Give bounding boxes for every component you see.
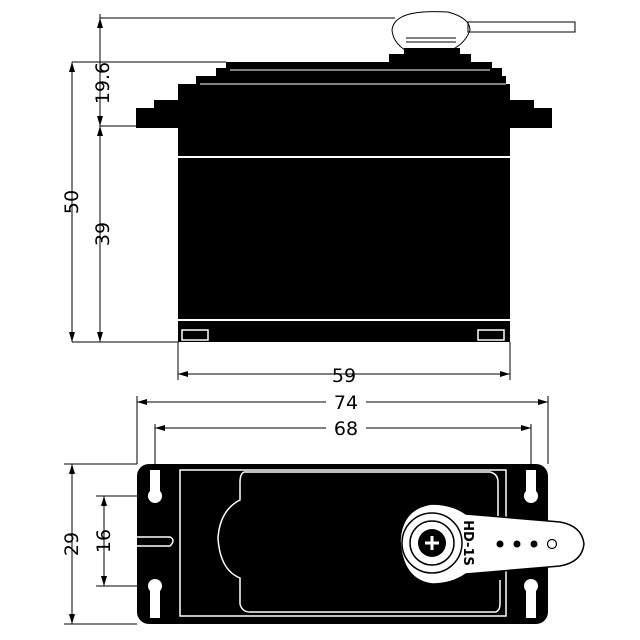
side-horn-arm (389, 11, 576, 62)
dim-hole-width-spacing-label: 16 (93, 529, 115, 553)
side-top-steps (178, 62, 510, 96)
dim-total-height: 50 (61, 61, 226, 343)
wire-slot (137, 536, 174, 547)
dim-top-section: 19.6 (92, 14, 395, 127)
dim-hole-width-spacing: 16 (93, 495, 148, 587)
dim-case-width-label: 59 (332, 365, 356, 387)
horn-label: HD-1S (460, 520, 475, 566)
dim-overall-length-label: 74 (334, 392, 358, 414)
top-mount-holes (137, 470, 538, 618)
dim-overall-width-label: 29 (61, 532, 83, 556)
dim-top-section-label: 19.6 (92, 62, 114, 104)
servo-horn: HD-1S (399, 503, 585, 585)
dim-overall-width: 29 (61, 463, 137, 625)
dim-overall-length: 74 (136, 392, 549, 464)
dim-case-width: 59 (177, 342, 511, 387)
mount-hole-top-right (524, 470, 538, 503)
dim-case-height-label: 39 (92, 222, 114, 246)
dim-hole-spacing-label: 68 (334, 418, 358, 440)
side-view: 50 19.6 39 59 (61, 11, 576, 387)
top-view: 74 68 (61, 392, 585, 625)
mount-hole-top-left (148, 470, 162, 503)
dim-case-height: 39 (92, 126, 114, 342)
side-mount-ears (136, 100, 552, 128)
mount-hole-bottom-left (148, 579, 162, 618)
side-main-case (178, 94, 510, 342)
mount-hole-bottom-right (524, 579, 538, 618)
dim-total-height-label: 50 (61, 190, 83, 214)
